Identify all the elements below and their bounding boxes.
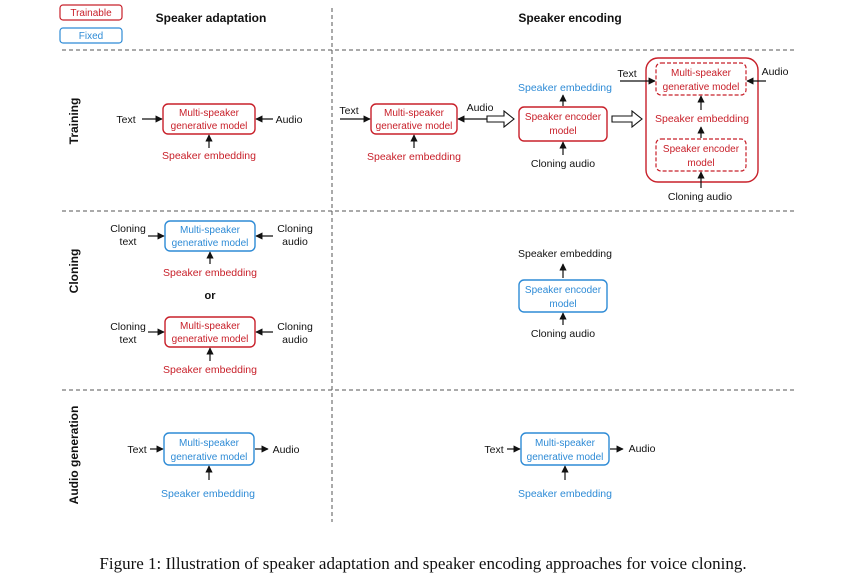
gen-enc-gen-line2: generative model (527, 452, 604, 463)
train-joint-gen-line1: Multi-speaker (671, 68, 732, 79)
legend-trainable: Trainable (70, 8, 112, 19)
clone-adapt-or: or (205, 290, 217, 302)
train-adapt-gen-line2: generative model (171, 121, 248, 132)
train-joint-audio: Audio (762, 66, 789, 78)
train-enc-encoder-embedding: Speaker embedding (518, 82, 612, 94)
gen-enc-embedding: Speaker embedding (518, 488, 612, 500)
train-enc-generative-box (370, 103, 458, 135)
clone-adapt-fixed-cloning-audio-2: audio (282, 236, 308, 248)
train-enc-embedding: Speaker embedding (367, 151, 461, 163)
train-enc-encoder-line2: model (549, 126, 576, 137)
train-adapt-text: Text (116, 114, 135, 126)
train-joint-text: Text (617, 68, 636, 80)
clone-adapt-trainable-line1: Multi-speaker (180, 321, 241, 332)
row-cloning: Cloning (67, 249, 81, 294)
hollow-arrow-1 (486, 109, 515, 129)
train-joint-generative-box (655, 62, 747, 96)
gen-adapt-audio: Audio (273, 444, 300, 456)
gen-enc-audio: Audio (629, 443, 656, 455)
clone-adapt-fixed-cloning-audio-1: Cloning (277, 223, 313, 235)
clone-adapt-fixed-cloning-text-1: Cloning (110, 223, 146, 235)
clone-enc-encoder-line2: model (549, 299, 576, 310)
clone-enc-embedding: Speaker embedding (518, 248, 612, 260)
train-adapt-embedding: Speaker embedding (162, 150, 256, 162)
legend-fixed: Fixed (79, 31, 103, 42)
train-adapt-gen-line1: Multi-speaker (179, 108, 240, 119)
gen-enc-gen-line1: Multi-speaker (535, 438, 596, 449)
clone-adapt-fixed-box (164, 220, 256, 252)
gen-adapt-gen-line1: Multi-speaker (179, 438, 240, 449)
gen-adapt-embedding: Speaker embedding (161, 488, 255, 500)
clone-adapt-fixed-embedding: Speaker embedding (163, 267, 257, 279)
train-enc-text: Text (339, 105, 358, 117)
train-enc-gen-line2: generative model (376, 121, 453, 132)
clone-enc-encoder-box (518, 279, 608, 313)
clone-adapt-fixed-line2: generative model (172, 238, 249, 249)
figure-caption: Figure 1: Illustration of speaker adapta… (99, 554, 746, 573)
train-enc-gen-line1: Multi-speaker (384, 108, 445, 119)
clone-adapt-trainable-box (164, 316, 256, 348)
clone-adapt-trainable-embedding: Speaker embedding (163, 364, 257, 376)
legend-fixed-box (59, 27, 123, 44)
row-audio-generation: Audio generation (67, 406, 81, 505)
row-training: Training (67, 98, 81, 145)
clone-adapt-trainable-cloning-audio-2: audio (282, 334, 308, 346)
train-adapt-generative-box (162, 103, 256, 135)
column-speaker-adaptation: Speaker adaptation (156, 11, 267, 25)
gen-adapt-text: Text (127, 444, 146, 456)
gen-enc-text: Text (484, 444, 503, 456)
clone-adapt-fixed-line1: Multi-speaker (180, 225, 241, 236)
train-joint-encoder-box (655, 138, 747, 172)
gen-enc-generative-box (520, 432, 610, 466)
clone-enc-cloning-audio: Cloning audio (531, 328, 595, 340)
clone-adapt-trainable-cloning-text-1: Cloning (110, 321, 146, 333)
train-enc-encoder-box (518, 106, 608, 142)
gen-adapt-generative-box (163, 432, 255, 466)
train-joint-embedding: Speaker embedding (655, 113, 749, 125)
train-joint-gen-line2: generative model (663, 82, 740, 93)
hollow-arrow-2 (611, 109, 643, 129)
clone-adapt-trainable-line2: generative model (172, 334, 249, 345)
clone-adapt-trainable-cloning-text-2: text (120, 334, 137, 346)
gen-adapt-gen-line2: generative model (171, 452, 248, 463)
clone-enc-encoder-line1: Speaker encoder (525, 285, 602, 296)
train-enc-audio: Audio (467, 102, 494, 114)
train-adapt-audio: Audio (276, 114, 303, 126)
train-joint-cloning-audio: Cloning audio (668, 191, 732, 203)
train-enc-encoder-line1: Speaker encoder (525, 112, 602, 123)
train-joint-encoder-line2: model (687, 158, 714, 169)
legend-trainable-box (59, 4, 123, 21)
clone-adapt-trainable-cloning-audio-1: Cloning (277, 321, 313, 333)
clone-adapt-fixed-cloning-text-2: text (120, 236, 137, 248)
train-enc-cloning-audio: Cloning audio (531, 158, 595, 170)
train-joint-encoder-line1: Speaker encoder (663, 144, 740, 155)
column-speaker-encoding: Speaker encoding (518, 11, 621, 25)
